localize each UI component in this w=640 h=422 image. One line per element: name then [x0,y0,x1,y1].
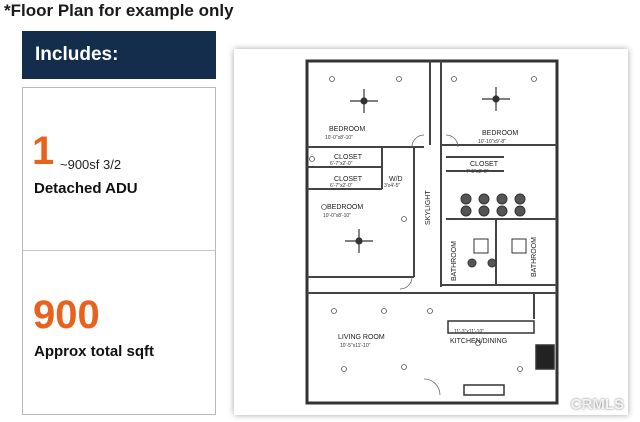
kitchen-counter [447,320,555,396]
unit-type-label: Detached ADU [34,180,138,197]
floor-plan-caption: *Floor Plan for example only [4,1,234,20]
crmls-watermark: CRMLS [570,396,624,413]
bedroom2-label: BEDROOM [482,130,518,137]
bedroom1-label: BEDROOM [329,126,365,133]
closet1-dim: 6'-7"x2'-0" [330,161,353,167]
total-sqft-value: 900 [33,293,100,337]
living-room-dim: 10'-5"x11'-10" [340,343,371,349]
closet3-label: CLOSET [470,161,499,168]
wd-dim: 3'x4'-5" [384,183,400,189]
unit-size-beds-baths: ~900sf 3/2 [60,157,122,172]
ceiling-fans [345,87,510,253]
outlets [309,76,537,372]
closet2-dim: 6'-7"x2'-0" [330,183,353,189]
kitchen-dim: 11'-3"x11'-10" [454,329,484,335]
skylight-label: SKYLIGHT [425,190,432,225]
floor-plan-image: BEDROOM 10'-0"x8'-10" BEDROOM 10'-10"x9'… [234,49,628,415]
closet2-label: CLOSET [334,176,363,183]
bedroom3-label: BEDROOM [327,204,363,211]
floor-plan-drawing: BEDROOM 10'-0"x8'-10" BEDROOM 10'-10"x9'… [305,59,559,405]
closet1-label: CLOSET [334,154,363,161]
unit-count: 1 [32,129,55,173]
card-divider [23,250,215,251]
interior-walls [307,61,557,319]
bedroom2-dim: 10'-10"x9'-8" [478,139,506,145]
closet3-dim: 7'-5"x2'-0" [466,169,489,175]
exterior-walls [305,59,559,405]
bathroom1-label: BATHROOM [451,241,458,281]
door-swings [399,134,459,396]
kitchen-label: KITCHEN/DINING [450,338,507,345]
bath-fixtures [460,193,527,268]
bedroom3-dim: 10'-0"x8'-10" [323,213,351,219]
living-room-label: LIVING ROOM [338,334,385,341]
total-sqft-label: Approx total sqft [34,343,154,360]
bedroom1-dim: 10'-0"x8'-10" [325,135,353,141]
includes-label: Includes: [35,44,119,65]
stats-card: 1 ~900sf 3/2 Detached ADU 900 Approx tot… [22,87,216,415]
bathroom2-label: BATHROOM [531,237,538,277]
wd-label: W/D [389,176,403,183]
includes-banner: Includes: [22,31,216,79]
